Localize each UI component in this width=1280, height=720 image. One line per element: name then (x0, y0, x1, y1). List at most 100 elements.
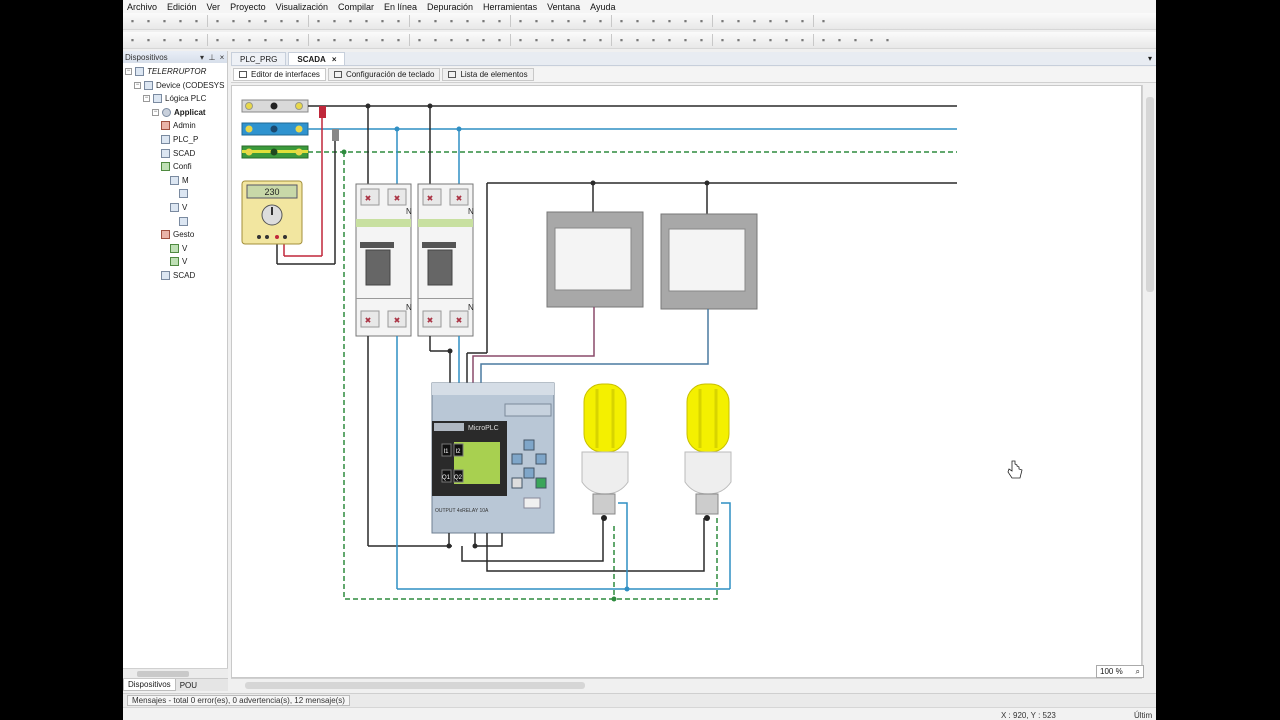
devices-horizontal-scrollbar[interactable] (123, 668, 228, 678)
tree-item[interactable]: PLC_P (161, 133, 198, 146)
menu-4[interactable]: Visualización (275, 1, 328, 12)
light-bulb-1[interactable] (581, 383, 629, 521)
toolbar-button-icon[interactable]: ▪ (683, 15, 688, 26)
close-tab-icon[interactable]: × (331, 54, 337, 64)
toolbar-button-icon[interactable]: ▪ (194, 15, 199, 26)
toolbar-button-icon[interactable]: ▪ (263, 34, 268, 45)
toolbar-button-icon[interactable]: ▪ (417, 34, 422, 45)
toolbar-button-icon[interactable]: ▪ (348, 15, 353, 26)
tree-item[interactable]: V (170, 201, 187, 214)
toolbar-button-icon[interactable]: ▪ (667, 34, 672, 45)
toolbar-button-icon[interactable]: ▪ (178, 15, 183, 26)
toolbar-button-icon[interactable]: ▪ (566, 15, 571, 26)
toolbar-button-icon[interactable]: ▪ (247, 34, 252, 45)
toolbar-button-icon[interactable]: ▪ (162, 34, 167, 45)
toolbar-button-icon[interactable]: ▪ (162, 15, 167, 26)
toolbar-button-icon[interactable]: ▪ (332, 15, 337, 26)
toolbar-button-icon[interactable]: ▪ (263, 15, 268, 26)
tree-item[interactable] (179, 187, 191, 200)
toolbar-button-icon[interactable]: ▪ (481, 15, 486, 26)
toolbar-button-icon[interactable]: ▪ (582, 34, 587, 45)
collapse-icon[interactable]: − (134, 81, 141, 89)
menu-9[interactable]: Ventana (547, 1, 581, 12)
toolbar-button-icon[interactable]: ▪ (433, 15, 438, 26)
toolbar-button-icon[interactable]: ▪ (497, 34, 502, 45)
menu-8[interactable]: Herramientas (483, 1, 538, 12)
canvas-vertical-scrollbar[interactable] (1142, 85, 1156, 678)
light-switch-2[interactable] (660, 213, 758, 310)
terminal-block-ground[interactable] (241, 145, 309, 159)
toolbar-button-icon[interactable]: ▪ (295, 34, 300, 45)
tree-item[interactable]: Admin (161, 119, 196, 132)
tree-item[interactable]: −Applicat (152, 106, 206, 119)
toolbar-button-icon[interactable]: ▪ (364, 15, 369, 26)
grey-probe[interactable] (332, 129, 339, 141)
toolbar-button-icon[interactable]: ▪ (550, 15, 555, 26)
toolbar-button-icon[interactable]: ▪ (396, 34, 401, 45)
toolbar-button-icon[interactable]: ▪ (720, 15, 725, 26)
red-probe[interactable] (319, 106, 326, 118)
menu-10[interactable]: Ayuda (590, 1, 616, 12)
toolbar-button-icon[interactable]: ▪ (279, 34, 284, 45)
tree-item[interactable]: SCAD (161, 147, 195, 160)
tree-item[interactable]: SCAD (161, 269, 195, 282)
toolbar-button-icon[interactable]: ▪ (869, 34, 874, 45)
toolbar-button-icon[interactable]: ▪ (295, 15, 300, 26)
tab-element-list[interactable]: Lista de elementos (442, 68, 534, 81)
circuit-breaker-1[interactable]: ✖✖ ✖✖ N N (355, 183, 412, 337)
toolbar-button-icon[interactable]: ▪ (348, 34, 353, 45)
toolbar-button-icon[interactable]: ▪ (449, 34, 454, 45)
toolbar-button-icon[interactable]: ▪ (433, 34, 438, 45)
tab-list-dropdown-icon[interactable]: ▾ (1147, 54, 1152, 63)
toolbar-button-icon[interactable]: ▪ (364, 34, 369, 45)
tab-pou[interactable]: POU (179, 680, 198, 690)
toolbar-button-icon[interactable]: ▪ (736, 15, 741, 26)
tree-item[interactable]: Confi (161, 160, 192, 173)
toolbar-button-icon[interactable]: ▪ (651, 34, 656, 45)
dropdown-icon[interactable]: ▾ (199, 52, 204, 62)
toolbar-button-icon[interactable]: ▪ (619, 34, 624, 45)
toolbar-button-icon[interactable]: ▪ (449, 15, 454, 26)
toolbar-button-icon[interactable]: ▪ (465, 34, 470, 45)
micro-plc[interactable]: MicroPLC I1 I2 Q1 Q2 OUTPUT 4xRELAY 10A (431, 382, 555, 534)
toolbar-button-icon[interactable]: ▪ (380, 15, 385, 26)
toolbar-button-icon[interactable]: ▪ (752, 34, 757, 45)
zoom-icon[interactable]: ⌕ (1135, 666, 1140, 676)
menu-2[interactable]: Ver (206, 1, 221, 12)
toolbar-button-icon[interactable]: ▪ (821, 15, 826, 26)
tab-editor-interfaces[interactable]: Editor de interfaces (233, 68, 326, 81)
toolbar-button-icon[interactable]: ▪ (316, 34, 321, 45)
multimeter[interactable]: 230 (241, 180, 303, 245)
toolbar-button-icon[interactable]: ▪ (566, 34, 571, 45)
menu-5[interactable]: Compilar (337, 1, 374, 12)
toolbar-button-icon[interactable]: ▪ (332, 34, 337, 45)
toolbar-button-icon[interactable]: ▪ (465, 15, 470, 26)
toolbar-button-icon[interactable]: ▪ (550, 34, 555, 45)
zoom-control[interactable]: 100 % ⌕ (1096, 665, 1144, 678)
toolbar-button-icon[interactable]: ▪ (518, 15, 523, 26)
tree-item[interactable]: Gesto (161, 228, 194, 241)
collapse-icon[interactable]: − (125, 68, 132, 75)
toolbar-button-icon[interactable]: ▪ (784, 34, 789, 45)
toolbar-button-icon[interactable]: ▪ (481, 34, 486, 45)
toolbar-button-icon[interactable]: ▪ (619, 15, 624, 26)
toolbar-button-icon[interactable]: ▪ (683, 34, 688, 45)
toolbar-button-icon[interactable]: ▪ (699, 15, 704, 26)
close-icon[interactable]: × (219, 52, 225, 62)
tree-item[interactable] (179, 215, 191, 228)
tab-keyboard-config[interactable]: Configuración de teclado (327, 68, 441, 81)
toolbar-button-icon[interactable]: ▪ (784, 15, 789, 26)
toolbar-button-icon[interactable]: ▪ (800, 15, 805, 26)
toolbar-button-icon[interactable]: ▪ (316, 15, 321, 26)
toolbar-button-icon[interactable]: ▪ (534, 15, 539, 26)
toolbar-button-icon[interactable]: ▪ (380, 34, 385, 45)
toolbar-button-icon[interactable]: ▪ (821, 34, 826, 45)
tab-scada[interactable]: SCADA × (288, 52, 346, 65)
toolbar-button-icon[interactable]: ▪ (518, 34, 523, 45)
collapse-icon[interactable]: − (152, 108, 159, 116)
toolbar-button-icon[interactable]: ▪ (194, 34, 199, 45)
toolbar-button-icon[interactable]: ▪ (231, 15, 236, 26)
terminal-block-phase[interactable] (241, 99, 309, 113)
toolbar-button-icon[interactable]: ▪ (582, 15, 587, 26)
toolbar-button-icon[interactable]: ▪ (598, 34, 603, 45)
